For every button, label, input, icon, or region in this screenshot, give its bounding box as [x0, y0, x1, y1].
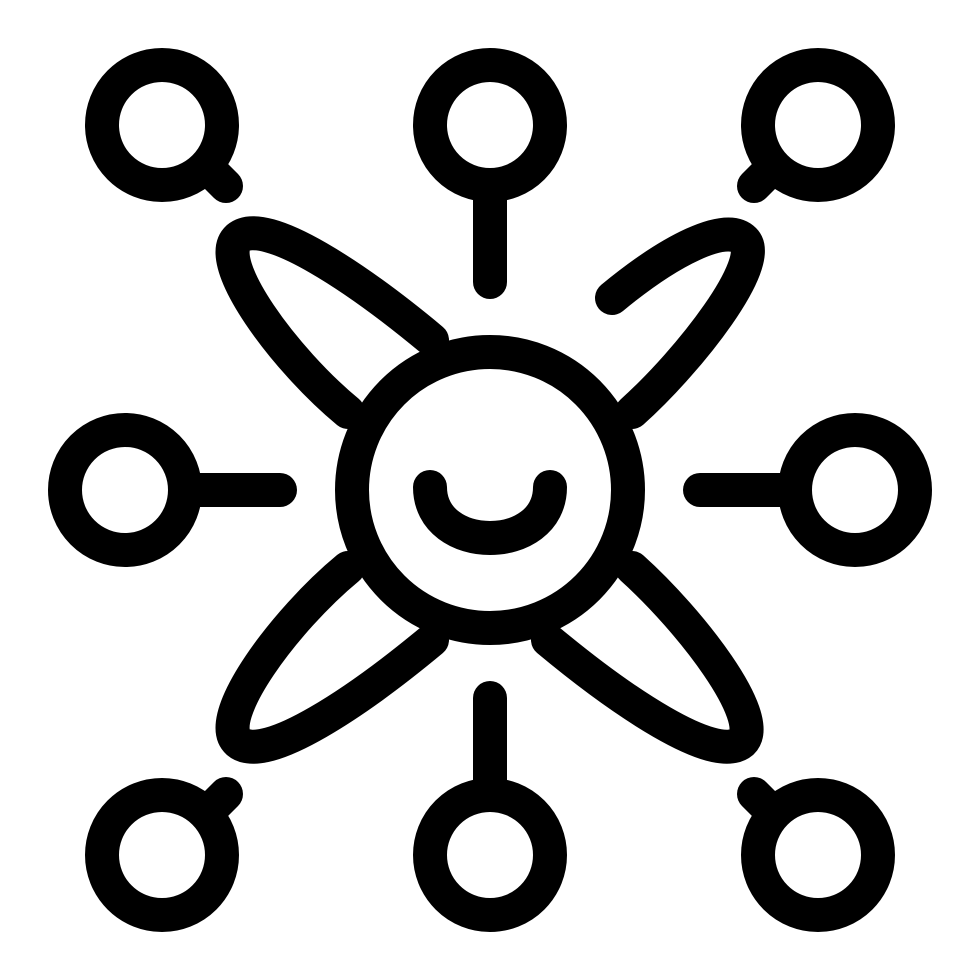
connector-top-left-tick	[193, 153, 243, 203]
connector-bottom-left-tick	[193, 777, 243, 827]
node-top-left	[85, 48, 239, 202]
node-bottom-left	[85, 778, 239, 932]
node-connectors	[168, 153, 812, 827]
orbit-petals	[215, 216, 765, 764]
orbit-petal-top-right	[595, 217, 765, 429]
smile-mouth	[413, 470, 567, 555]
node-bottom-right	[741, 778, 895, 932]
node-bottom-center	[413, 778, 567, 932]
orbit-petal-bottom-right	[531, 551, 764, 764]
node-middle-left	[48, 413, 202, 567]
center-circle	[335, 335, 645, 645]
node-top-center	[413, 48, 567, 202]
center-face	[335, 335, 645, 645]
orbit-petal-top-left	[215, 216, 449, 429]
orbit-petal-bottom-left	[215, 551, 449, 764]
node-middle-right	[778, 413, 932, 567]
connector-bottom-right-tick	[737, 777, 787, 827]
connector-top-right-tick	[737, 153, 787, 203]
node-top-right	[741, 48, 895, 202]
